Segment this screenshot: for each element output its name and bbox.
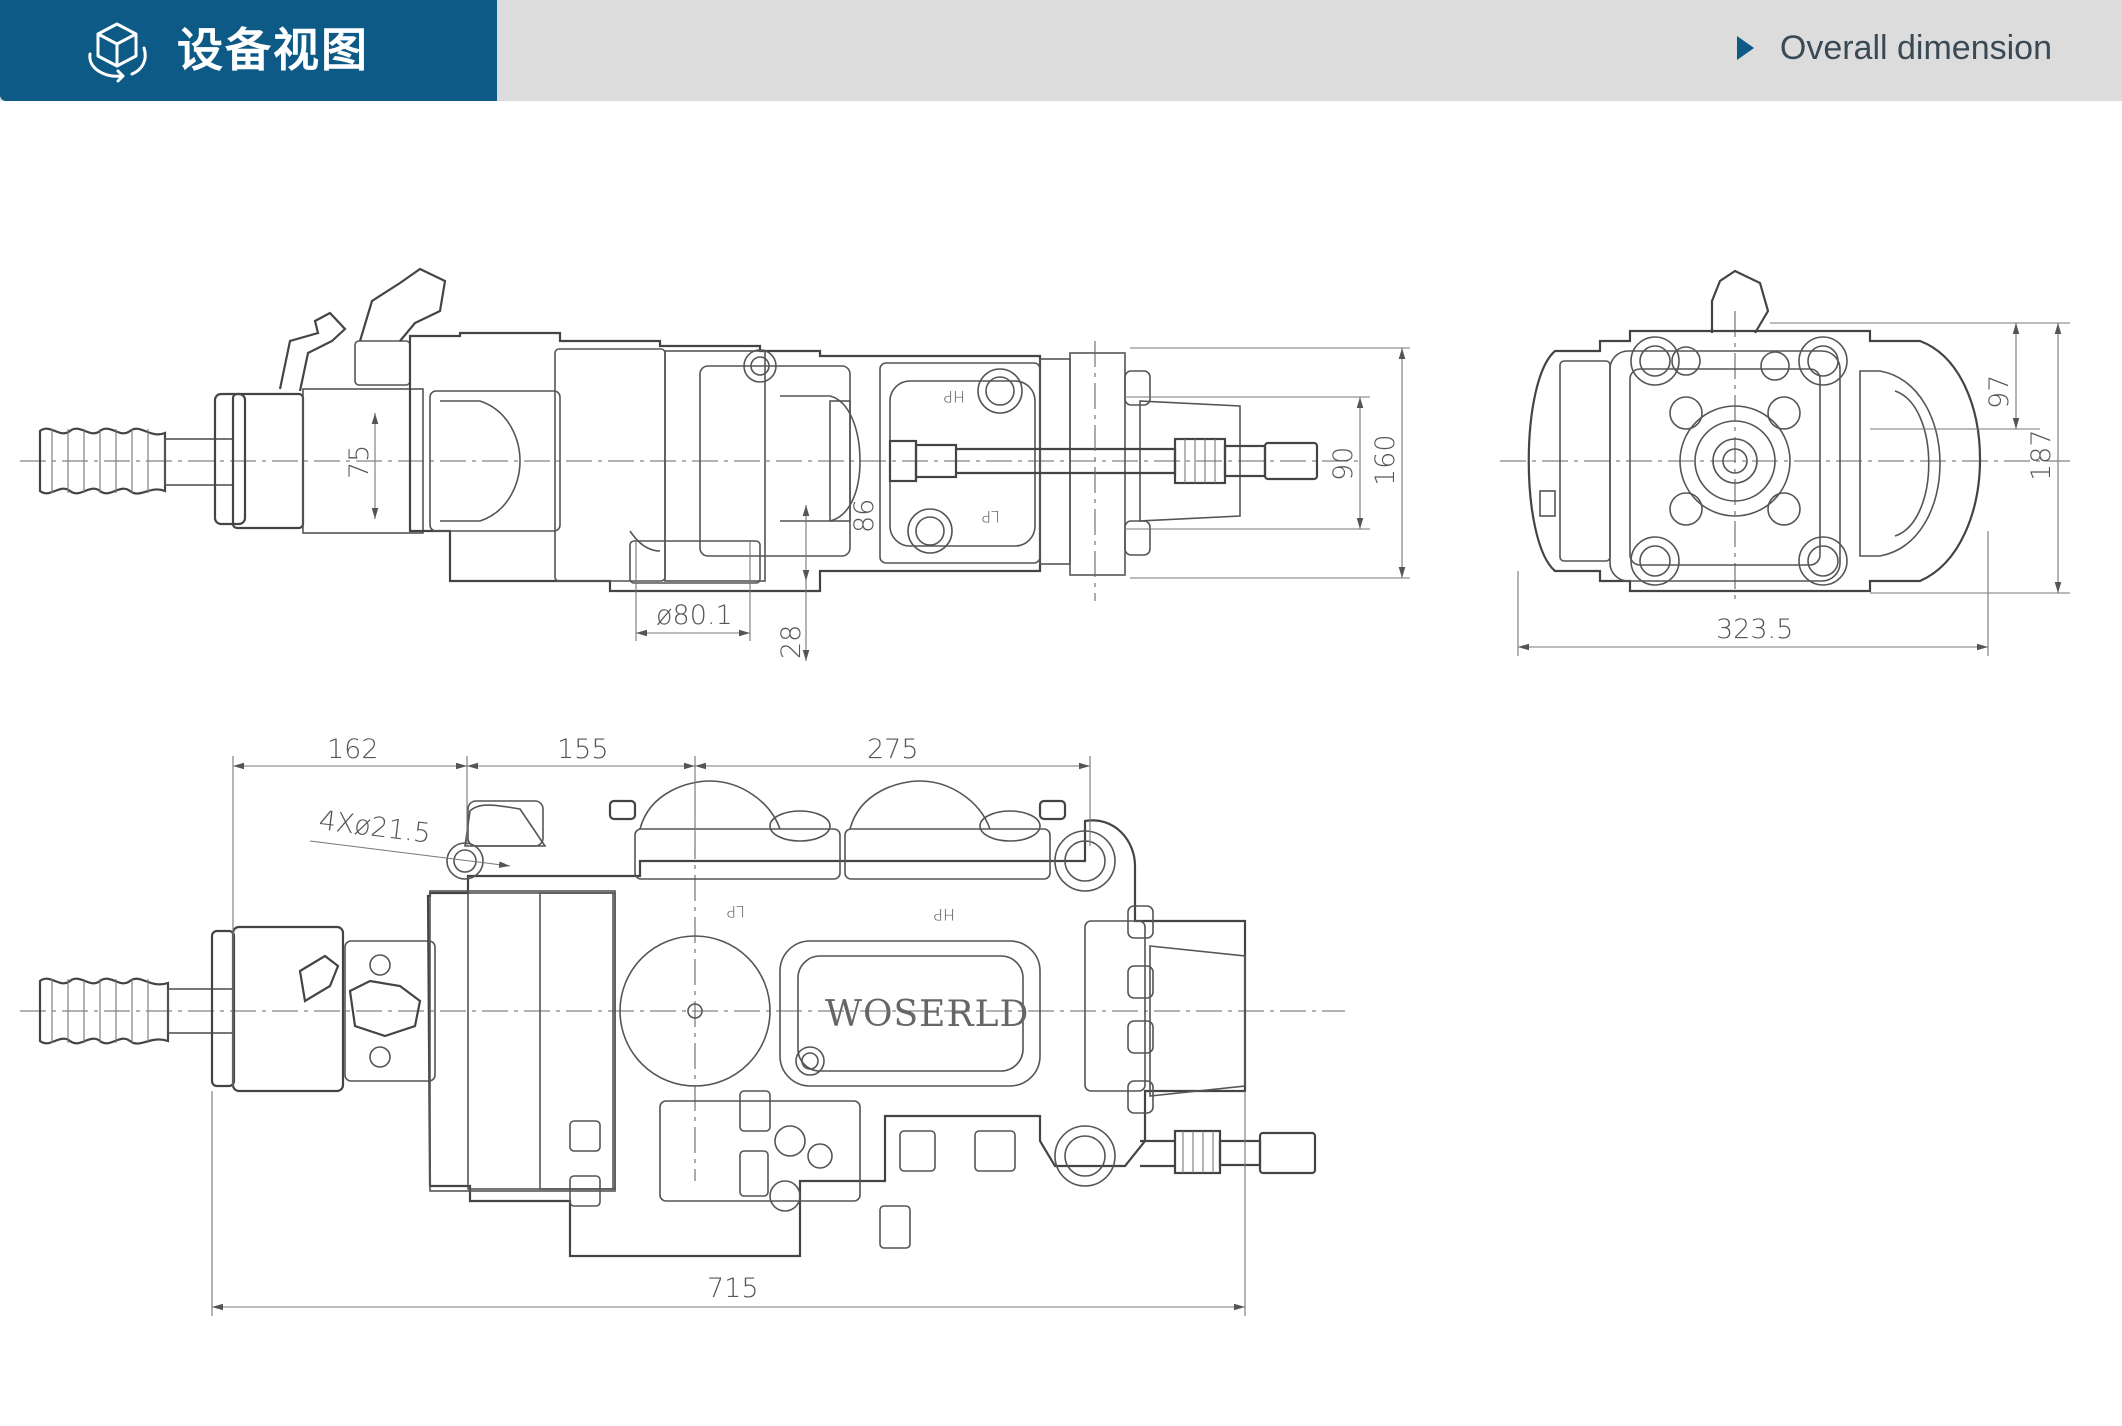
top-hp-label: HP — [933, 905, 955, 924]
top-view: WOSERLD LP HP 162 155 275 4Xø21.5 715 — [20, 734, 1345, 1316]
overall-dimension-label: Overall dimension — [1779, 29, 2052, 67]
dim-155: 155 — [557, 734, 609, 765]
side-lp-label: LP — [981, 507, 1000, 526]
dim-162: 162 — [327, 734, 379, 765]
overall-dimension-link[interactable]: Overall dimension — [1736, 26, 2052, 70]
dim-75: 75 — [344, 445, 375, 479]
dim-275: 275 — [867, 734, 919, 765]
technical-drawing: HP LP 75 90 160 86 ø80.1 28 — [20, 267, 2070, 1316]
dim-90: 90 — [1328, 447, 1359, 481]
side-view: HP LP 75 90 160 86 ø80.1 28 — [20, 267, 1410, 661]
page-title: 设备视图 — [177, 23, 369, 77]
dim-97: 97 — [1984, 375, 2015, 409]
dim-holes: 4Xø21.5 — [317, 805, 432, 849]
top-lp-label: LP — [726, 902, 745, 921]
dim-28: 28 — [776, 625, 807, 659]
dim-160: 160 — [1370, 434, 1401, 486]
dim-dia-80: ø80.1 — [656, 600, 733, 631]
dim-86: 86 — [849, 499, 880, 533]
dim-323-5: 323.5 — [1716, 614, 1793, 645]
side-hp-label: HP — [943, 387, 965, 406]
title-block: 设备视图 — [0, 0, 497, 101]
cube-rotate-icon — [88, 22, 147, 83]
brand-mark: WOSERLD — [825, 994, 1029, 1035]
dim-715: 715 — [707, 1273, 759, 1304]
play-icon — [1736, 36, 1754, 60]
end-view: 97 187 323.5 — [1500, 269, 2070, 656]
dim-187: 187 — [2026, 429, 2057, 481]
